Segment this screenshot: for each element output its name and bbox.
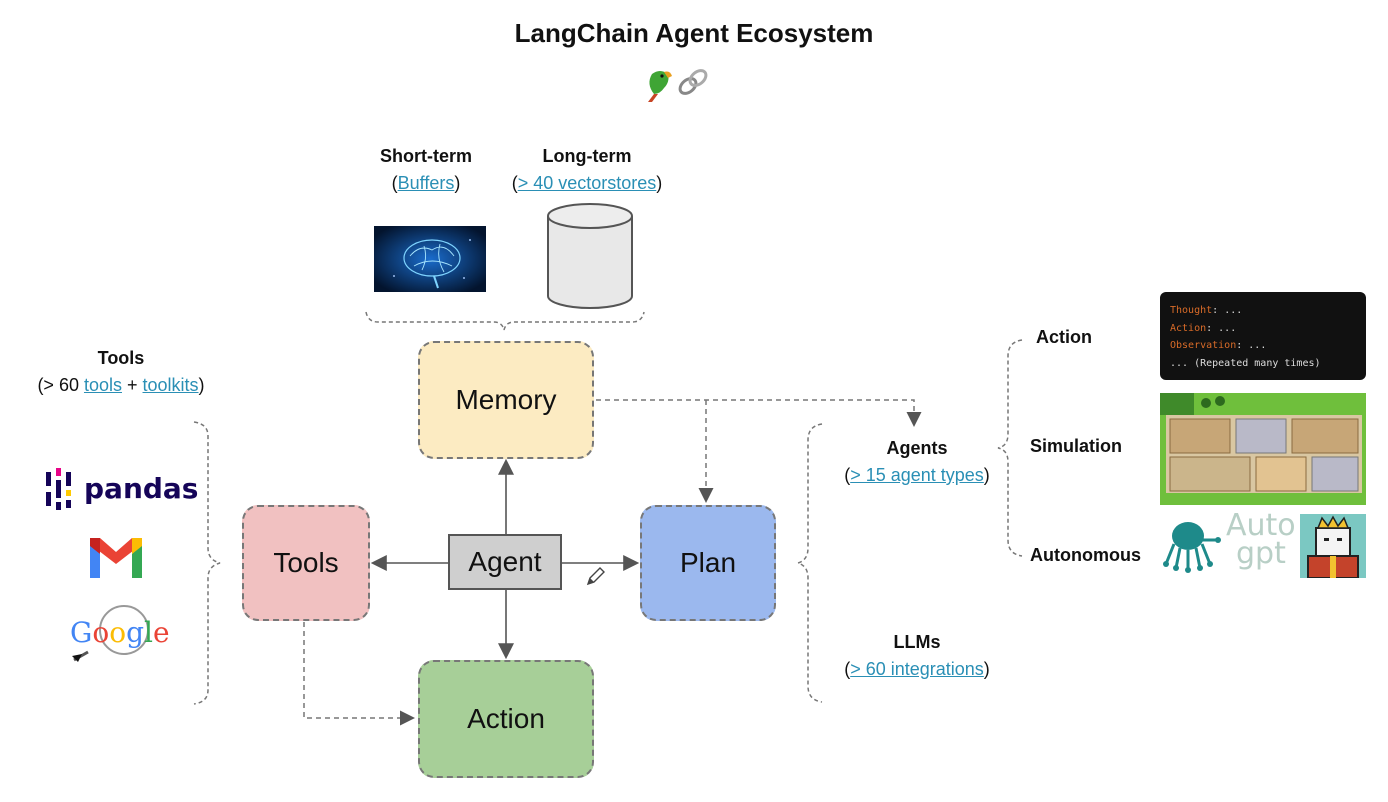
buffers-link[interactable]: Buffers: [397, 173, 455, 193]
vectorstores-link[interactable]: > 40 vectorstores: [517, 173, 657, 193]
simulation-image: [1160, 393, 1366, 505]
parrot-chain-icon: [648, 69, 708, 102]
agent-node: Agent: [448, 534, 562, 590]
agents-label: Agents (> 15 agent types): [844, 438, 990, 485]
short-term-label: Short-term (Buffers): [379, 146, 472, 193]
plan-node: Plan: [640, 505, 776, 621]
vectorstore-cylinder-icon: [547, 203, 633, 309]
agent-kind-simulation: Simulation: [1030, 436, 1123, 456]
agent-kind-autonomous: Autonomous: [1030, 545, 1141, 565]
action-node: Action: [418, 660, 594, 778]
agent-kind-action: Action: [1036, 327, 1092, 347]
google-logo: Google: [68, 600, 170, 664]
tools-header: Tools (> 60 tools + toolkits): [37, 348, 205, 395]
brain-image: [374, 226, 486, 292]
memory-node: Memory: [418, 341, 594, 459]
long-term-label: Long-term (> 40 vectorstores): [511, 146, 663, 193]
autogpt-logo: Auto gpt: [1226, 508, 1296, 571]
pencil-cursor-icon: [586, 567, 605, 586]
tools-node: Tools: [242, 505, 370, 621]
react-code-example: Thought: ... Action: ... Observation: ..…: [1160, 292, 1366, 380]
pandas-logo: pandas: [42, 466, 198, 512]
agent-types-link[interactable]: > 15 agent types: [850, 465, 984, 485]
babyagi-image: [1300, 514, 1366, 578]
tools-link[interactable]: tools: [83, 375, 122, 395]
llms-label: LLMs (> 60 integrations): [844, 632, 990, 679]
llm-integrations-link[interactable]: > 60 integrations: [850, 659, 984, 679]
toolkits-link[interactable]: toolkits: [142, 375, 199, 395]
gmail-icon: [90, 538, 142, 578]
octopus-icon: [1163, 522, 1221, 573]
page-title: LangChain Agent Ecosystem: [514, 18, 874, 48]
